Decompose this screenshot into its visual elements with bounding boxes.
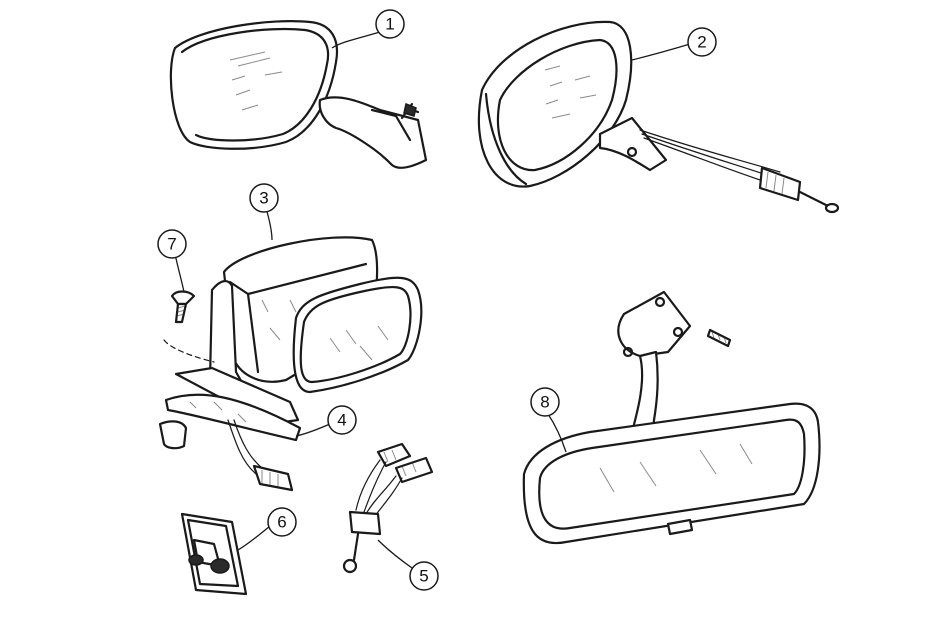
part-8-interior-mirror <box>522 290 821 545</box>
callout-7: 7 <box>157 229 187 259</box>
part-1-door-mirror <box>169 20 428 169</box>
part-2-remote-mirror <box>477 20 840 214</box>
callout-4: 4 <box>327 405 357 435</box>
part-5-wiring-harness <box>342 442 434 574</box>
callout-6-label: 6 <box>277 513 286 532</box>
part-4-base-gasket <box>158 366 302 492</box>
part-6-switch-panel <box>180 512 248 596</box>
callout-5-label: 5 <box>419 567 428 586</box>
callout-8: 8 <box>530 387 560 417</box>
callout-4-label: 4 <box>337 411 346 430</box>
callout-3-label: 3 <box>259 189 268 208</box>
callout-1: 1 <box>375 9 405 39</box>
callout-7-label: 7 <box>167 235 176 254</box>
callout-8-label: 8 <box>540 393 549 412</box>
part-3-mirror-glass <box>292 276 423 394</box>
callout-1-label: 1 <box>385 15 394 34</box>
callout-5: 5 <box>409 561 439 591</box>
callout-3: 3 <box>249 183 279 213</box>
callout-2-label: 2 <box>697 33 706 52</box>
part-7-screw <box>163 290 215 363</box>
callout-6: 6 <box>267 507 297 537</box>
callout-2: 2 <box>687 27 717 57</box>
